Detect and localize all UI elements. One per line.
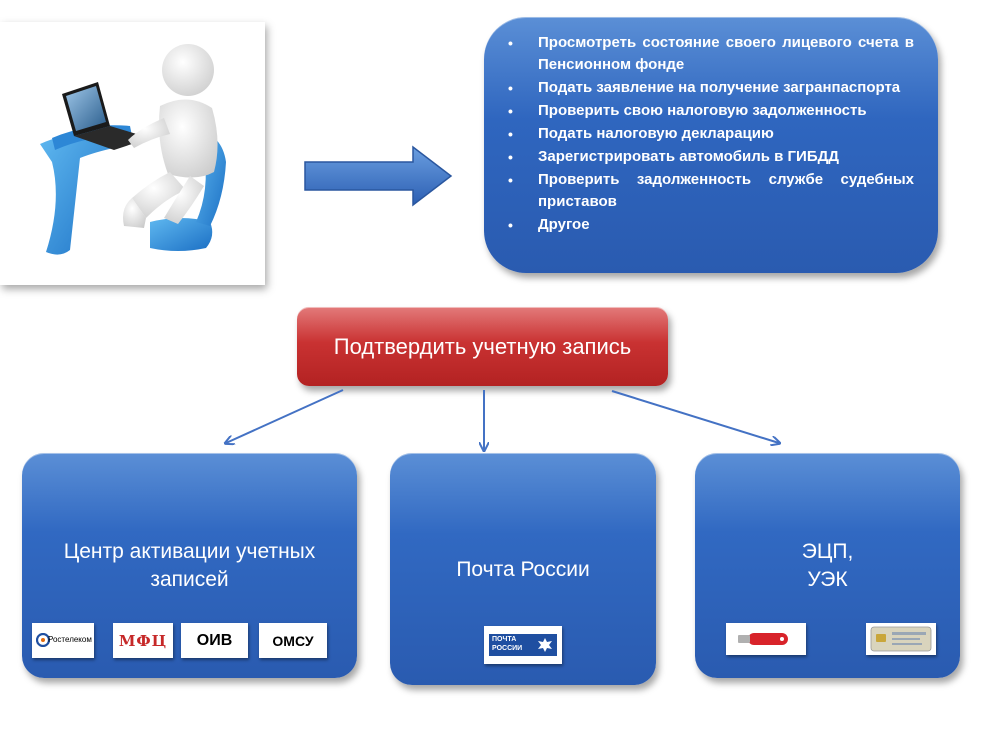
- rostelecom-text: Ростелеком: [48, 635, 92, 644]
- services-list-box: • Просмотреть состояние своего лицевого с…: [484, 17, 938, 273]
- bullet: •: [508, 103, 513, 119]
- list-item: • Зарегистрировать автомобиль в ГИБДД: [504, 146, 914, 168]
- list-item: • Другое: [504, 214, 914, 236]
- service-label: Проверить свою налоговую задолженность: [538, 102, 867, 119]
- list-item: • Проверить задолженность службе судебных…: [504, 169, 914, 213]
- russian-post-box[interactable]: Почта России ПОЧТА РОССИИ: [390, 453, 656, 685]
- person-laptop-illustration: [0, 22, 265, 285]
- russian-post-logo-line1: ПОЧТА: [492, 636, 517, 643]
- russian-post-title: Почта России: [456, 558, 590, 581]
- service-label: Проверить задолженность службе судебных …: [538, 171, 914, 210]
- services-list: • Просмотреть состояние своего лицевого с…: [504, 32, 914, 236]
- activation-center-title: Центр активации учетных записей: [63, 540, 316, 591]
- usb-token-icon: [738, 633, 788, 645]
- service-label: Зарегистрировать автомобиль в ГИБДД: [538, 148, 839, 165]
- confirm-account-button[interactable]: Подтвердить учетную запись: [297, 307, 668, 386]
- rostelecom-icon: [36, 633, 50, 647]
- list-item: • Проверить свою налоговую задолженность: [504, 100, 914, 122]
- mfc-logo: МФЦ: [113, 623, 173, 658]
- bullet: •: [508, 149, 513, 165]
- bullet: •: [508, 35, 513, 51]
- uek-card-icon: [870, 626, 932, 652]
- arrow-to-activation-center: [226, 389, 344, 443]
- mfc-text: МФЦ: [118, 631, 168, 650]
- digital-signature-title: ЭЦП, УЭК: [801, 540, 854, 591]
- bullet: •: [508, 172, 513, 188]
- list-item: • Подать заявление на получение загранпас…: [504, 77, 914, 99]
- eagle-icon: [538, 638, 552, 652]
- activation-center-box[interactable]: Центр активации учетных записей Ростелек…: [22, 453, 357, 678]
- uek-card-image: [866, 623, 936, 655]
- russian-post-logo-line2: РОССИИ: [492, 645, 523, 652]
- usb-token-image: [726, 623, 806, 655]
- list-item: • Подать налоговую декларацию: [504, 123, 914, 145]
- rostelecom-logo: Ростелеком: [32, 623, 94, 658]
- service-label: Другое: [538, 216, 590, 233]
- confirm-account-label: Подтвердить учетную запись: [333, 333, 632, 359]
- omsu-logo: ОМСУ: [259, 623, 327, 658]
- service-label: Подать налоговую декларацию: [538, 125, 774, 142]
- russian-post-logo-bg: [489, 634, 557, 656]
- service-label: Подать заявление на получение загранпасп…: [538, 79, 901, 96]
- russian-post-logo: ПОЧТА РОССИИ: [484, 626, 562, 664]
- digital-signature-box[interactable]: ЭЦП, УЭК: [695, 453, 960, 678]
- bullet: •: [508, 126, 513, 142]
- arrow-to-signature: [611, 390, 779, 443]
- arrow-right-icon: [304, 145, 453, 207]
- service-label: Просмотреть состояние своего лицевого сч…: [538, 34, 914, 73]
- bullet: •: [508, 217, 513, 233]
- list-item: • Просмотреть состояние своего лицевого с…: [504, 32, 914, 76]
- bullet: •: [508, 80, 513, 96]
- oiv-logo: ОИВ: [181, 623, 248, 658]
